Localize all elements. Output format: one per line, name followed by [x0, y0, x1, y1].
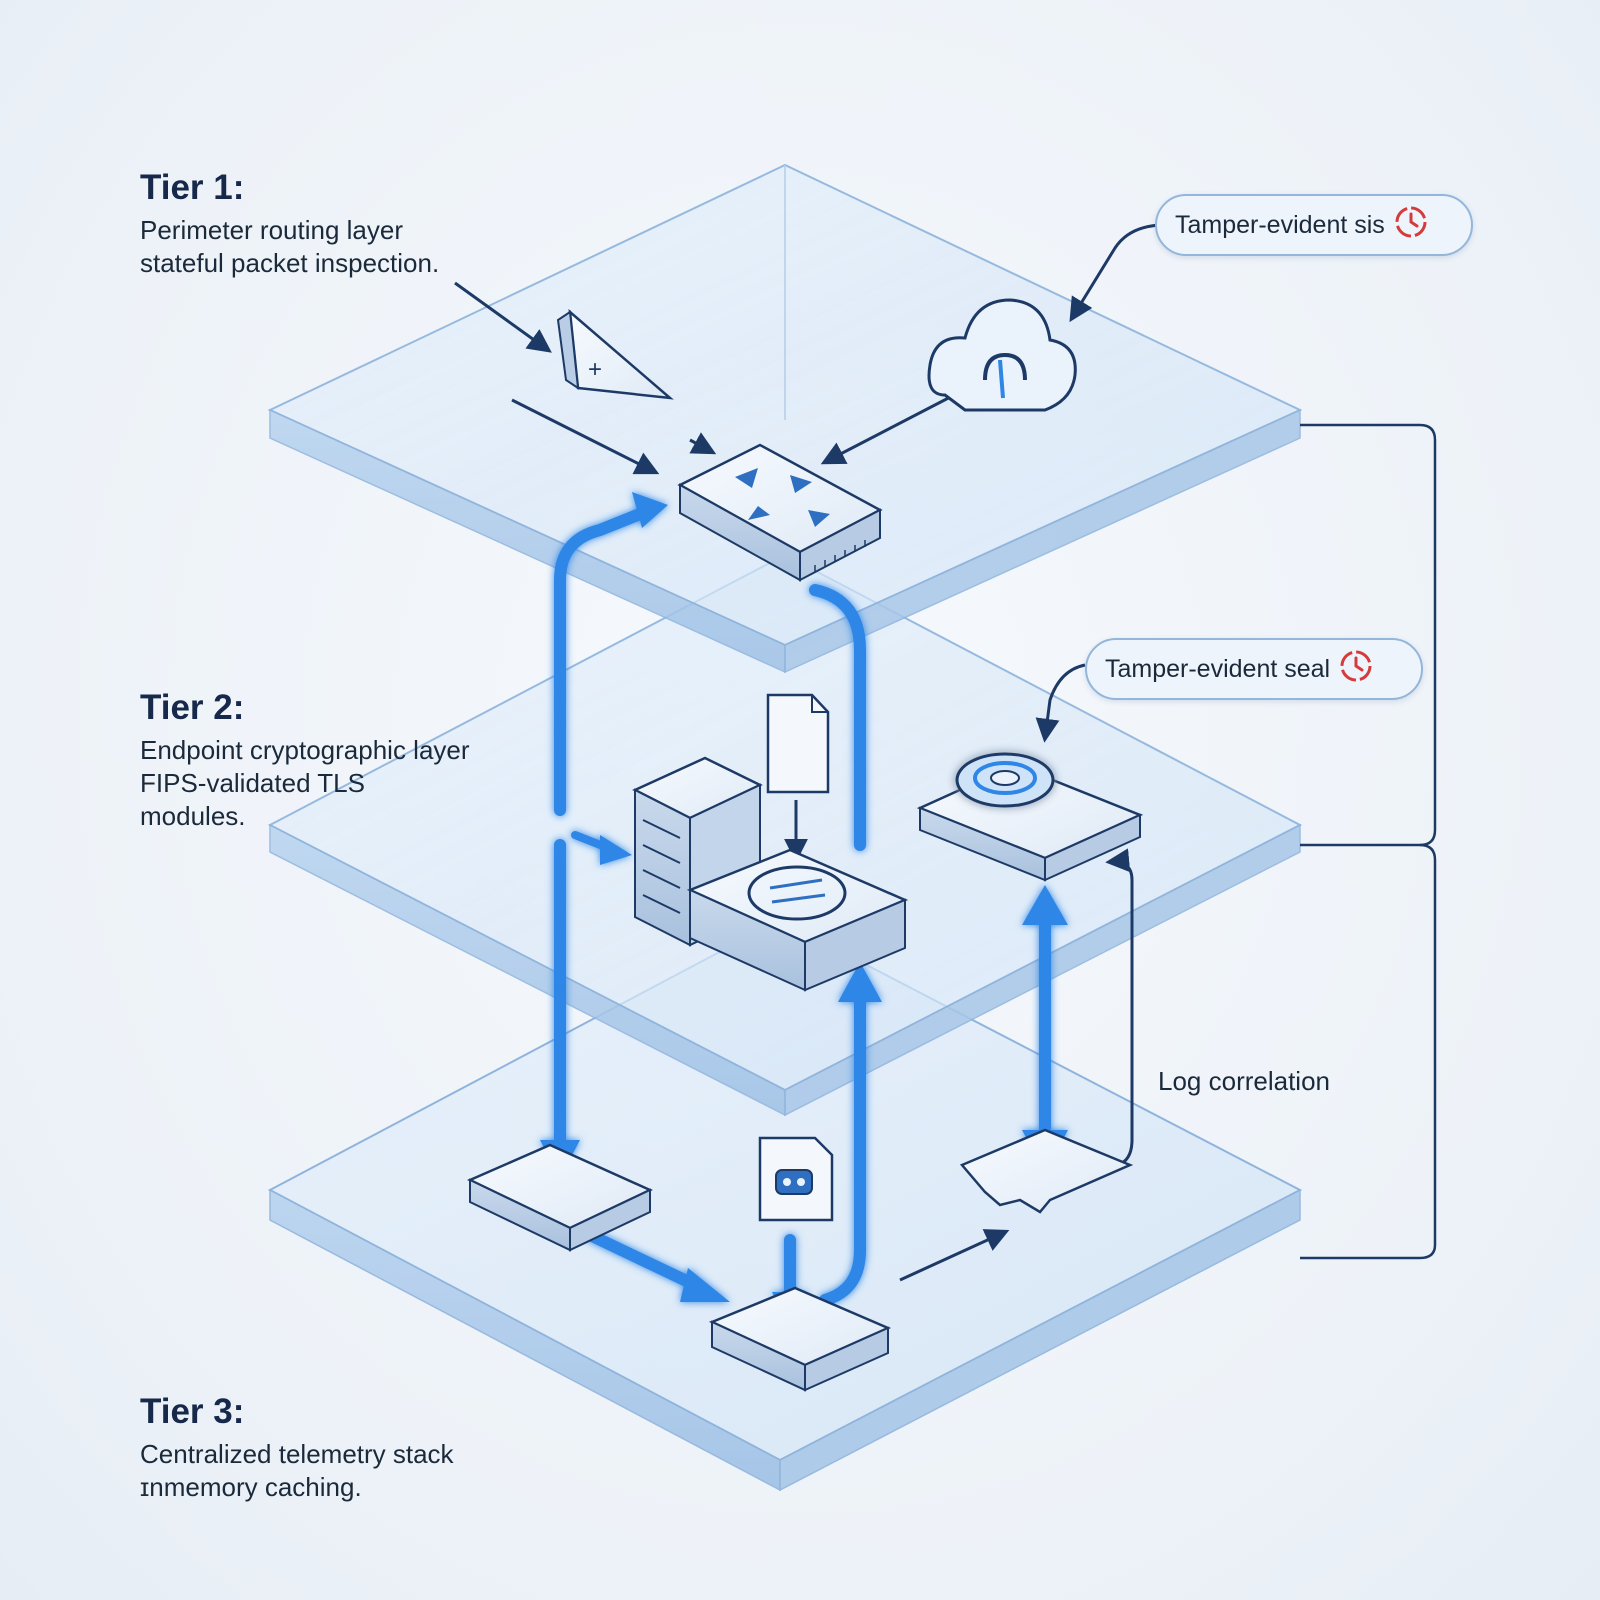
navy-arrows: [454, 223, 1166, 1282]
tier1-plate: [267, 163, 1303, 674]
flow-cache-to-node: [584, 1229, 701, 1291]
tier1-description: Tier 1: Perimeter routing layer stateful…: [140, 168, 439, 280]
tier3-line-1: Centralized telemetry stack: [140, 1439, 454, 1469]
flow-arrows: [540, 492, 1068, 1328]
tier2-line-1: Endpoint cryptographic layer: [140, 735, 470, 765]
tier3-title: Tier 3:: [140, 1392, 245, 1431]
flow-cache-arrowhead: [680, 1268, 730, 1302]
tier3-description: Tier 3: Centralized telemetry stack ɪnme…: [140, 1392, 454, 1504]
hsm-module-icon: [916, 752, 1144, 882]
flow-up-arrowhead: [632, 492, 668, 528]
tier1-seal-label: Tamper-evident sis: [1175, 210, 1385, 239]
tier3-line-2: ɪnmemory caching.: [140, 1472, 362, 1502]
firewall-triangle-icon: +: [556, 308, 674, 400]
clock-seal-icon: [1338, 648, 1374, 691]
tier1-seal-callout: Tamper-evident sis: [1155, 194, 1473, 256]
tier1-line-1: Perimeter routing layer: [140, 215, 403, 245]
clock-seal-icon: [1393, 204, 1429, 247]
tier2-title: Tier 2:: [140, 688, 245, 727]
document-icon: [766, 693, 830, 794]
tier2-line-2: FIPS-validated TLS: [140, 768, 365, 798]
torn-sheet-icon: [959, 1128, 1134, 1214]
tier2-line-3: modules.: [140, 801, 246, 831]
flow-node-up-arrowhead: [838, 962, 882, 1002]
tier1-line-2: stateful packet inspection.: [140, 248, 440, 278]
router-icon: [677, 443, 883, 582]
tier2-seal-label: Tamper-evident seal: [1105, 654, 1331, 683]
flow-up-to-router: [554, 506, 651, 816]
log-file-icon: [758, 1136, 834, 1222]
encryption-switch-icon: [686, 848, 909, 992]
log-correlation-label: Log correlation: [1158, 1066, 1330, 1096]
tier1-title: Tier 1:: [140, 168, 245, 207]
tier-bracket: [1300, 423, 1437, 1260]
tier2-description: Tier 2: Endpoint cryptographic layer FIP…: [140, 688, 470, 833]
cache-node-icon: [467, 1143, 653, 1252]
cloud-key-icon: [927, 298, 1077, 412]
flow-router-down: [809, 584, 866, 851]
telemetry-node-icon: [708, 1286, 892, 1392]
tier2-seal-callout: Tamper-evident seal: [1085, 638, 1423, 700]
flow-node-up: [819, 994, 866, 1306]
svg-text:+: +: [588, 356, 602, 383]
